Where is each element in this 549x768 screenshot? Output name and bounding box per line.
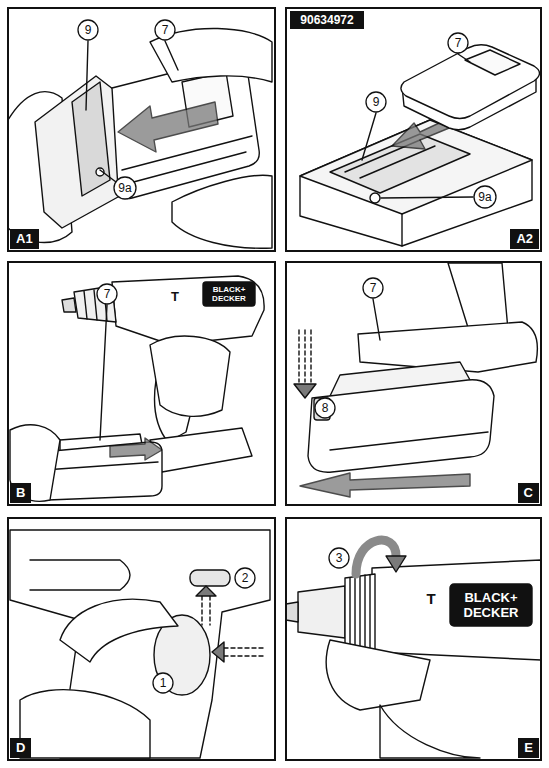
callout-circle	[329, 548, 349, 568]
callout-number: 9	[365, 91, 387, 113]
callout-number: 2	[234, 567, 256, 589]
callout-number: 9a	[473, 185, 497, 209]
mode-mark: T	[168, 289, 182, 305]
callout-circle	[114, 177, 136, 199]
part-number-tag: 90634972	[290, 11, 364, 29]
battery-stripe	[330, 432, 488, 450]
push-arrow-tail	[202, 596, 210, 625]
callout-circle	[363, 278, 383, 298]
leader-line	[100, 305, 107, 440]
battery	[401, 45, 540, 119]
panel-label: E	[518, 738, 539, 758]
bit-tip	[286, 602, 298, 622]
pull-arrow-head	[212, 642, 224, 662]
callout-circle	[78, 20, 98, 40]
brand-logo: BLACK+ DECKER	[203, 282, 255, 306]
slide-arrow	[110, 438, 162, 460]
callout-number: 7	[447, 32, 469, 54]
battery-label	[465, 50, 520, 75]
rotate-arrow-head	[386, 556, 406, 572]
hand	[380, 705, 480, 758]
battery-stripe	[44, 462, 158, 470]
drill-body	[372, 560, 541, 660]
direction-switch	[190, 570, 230, 586]
leader-line	[165, 41, 178, 70]
callout-number: 9	[77, 19, 99, 41]
charger-edge	[401, 214, 402, 246]
callout-number: 9a	[113, 176, 137, 200]
callout-circle	[97, 284, 117, 304]
bit-tip	[62, 298, 76, 312]
callout-number: 7	[96, 283, 118, 305]
collar-ribs	[350, 575, 370, 650]
charger-slot	[72, 82, 110, 196]
callout-circle	[474, 186, 496, 208]
hand	[172, 175, 272, 248]
callout-circle	[153, 673, 173, 693]
step-panel: A1 9 7 9a	[7, 7, 276, 252]
callout-number: 7	[96, 283, 118, 305]
callout-number: 1	[152, 672, 174, 694]
callout-number: 9	[365, 91, 387, 113]
callout-number: 9a	[473, 185, 497, 209]
part-number: 90634972	[290, 11, 364, 29]
logo-plate	[203, 282, 255, 306]
pull-arrow-tail	[224, 648, 264, 656]
callout-number: 3	[328, 547, 350, 569]
leader-line	[381, 197, 473, 198]
callout-number: 1	[152, 672, 174, 694]
body-detail	[30, 560, 130, 590]
chuck	[298, 586, 345, 638]
callout-number: 7	[154, 19, 176, 41]
callout-number: 3	[328, 547, 350, 569]
hand	[20, 690, 150, 758]
collar	[345, 574, 375, 650]
hand	[150, 336, 230, 416]
callout-number: 9	[77, 19, 99, 41]
callout-number: 7	[362, 277, 384, 299]
slide-arrow	[300, 473, 470, 497]
leader-line	[362, 113, 376, 160]
insert-arrow	[118, 102, 218, 152]
callout-circle	[315, 398, 335, 418]
leader-line	[373, 299, 380, 340]
mode-mark: T	[423, 590, 439, 608]
panel-label: C	[518, 483, 539, 503]
drill-body	[10, 530, 270, 758]
leader-line	[100, 170, 116, 182]
panel-label: D	[10, 738, 31, 758]
drill-foot	[150, 428, 252, 472]
callout-number: 7	[447, 32, 469, 54]
press-arrow-tail	[299, 330, 311, 382]
step-panel: D 2 1	[7, 517, 276, 761]
push-arrow-head	[196, 586, 216, 596]
callout-number: 9a	[113, 176, 137, 200]
callout-number: 2	[234, 567, 256, 589]
step-panel: C 7 8	[285, 261, 542, 506]
panel-label: A1	[10, 229, 39, 249]
charge-indicator	[370, 193, 380, 203]
callout-circle	[366, 92, 386, 112]
leader-line	[458, 54, 470, 62]
step-panel: A2 90634972 7 9 9a	[285, 7, 542, 252]
callout-number: 8	[314, 397, 336, 419]
callout-circle	[235, 568, 255, 588]
callout-circle	[155, 20, 175, 40]
battery	[308, 380, 494, 472]
finger	[60, 599, 178, 662]
callout-circle	[448, 33, 468, 53]
logo-plate	[450, 584, 532, 626]
drill-body	[112, 276, 264, 442]
leader-line	[86, 41, 88, 110]
brand-logo: BLACK+ DECKER	[450, 584, 532, 626]
callout-number: 7	[154, 19, 176, 41]
hand	[326, 640, 430, 710]
panel-label: B	[10, 483, 31, 503]
step-panel: E3	[285, 517, 542, 761]
callout-number: 8	[314, 397, 336, 419]
press-arrow-head	[294, 384, 316, 398]
panel-label: A2	[510, 229, 539, 249]
callout-number: 7	[362, 277, 384, 299]
